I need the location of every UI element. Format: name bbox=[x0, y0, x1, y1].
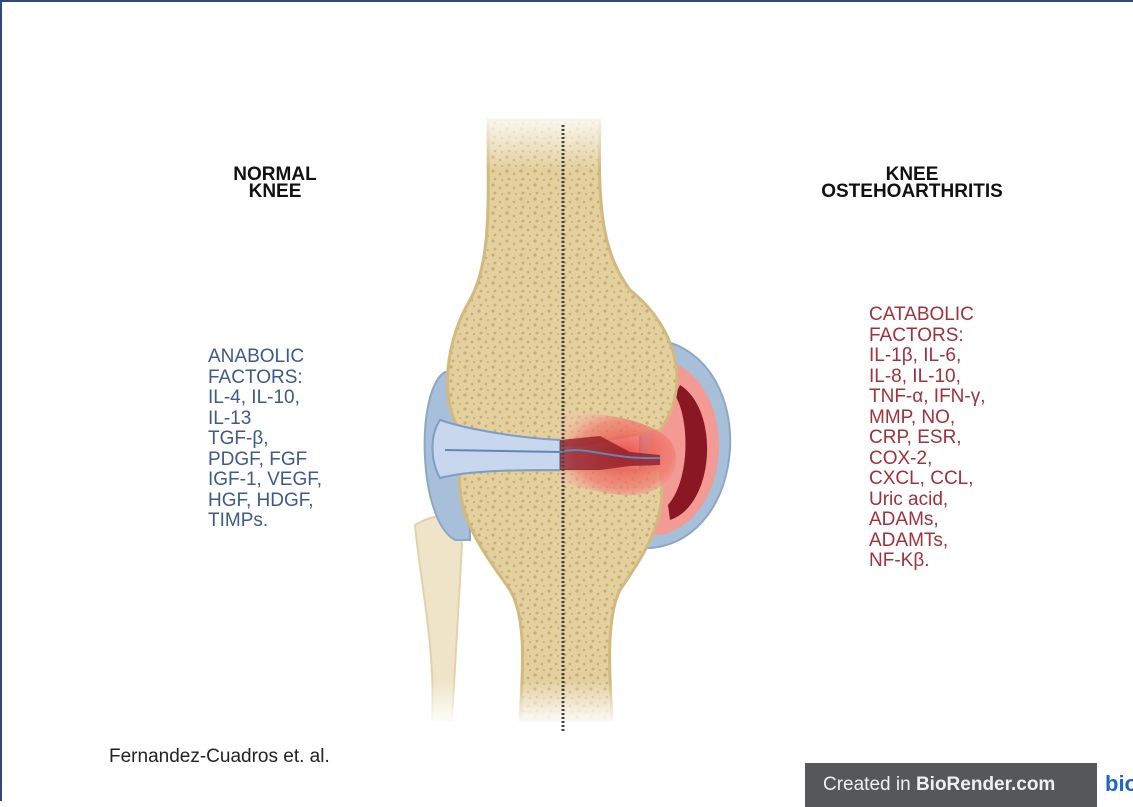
catabolic-factor-line: MMP, NO, bbox=[869, 408, 986, 429]
anabolic-factors-list: ANABOLIC FACTORS: IL-4, IL-10, IL-13 TGF… bbox=[208, 347, 322, 532]
catabolic-factors-list: CATABOLIC FACTORS: IL-1β, IL-6, IL-8, IL… bbox=[869, 305, 986, 572]
badge-brand: BioRender.com bbox=[916, 774, 1055, 795]
catabolic-factor-line: IL-8, IL-10, bbox=[869, 367, 986, 388]
biorender-badge[interactable]: Created in BioRender.com bio bbox=[805, 763, 1133, 807]
oa-knee-title: KNEE OSTEHOARTHRITIS bbox=[812, 166, 1012, 200]
catabolic-factor-line: CATABOLIC bbox=[869, 305, 986, 326]
anabolic-factor-line: ANABOLIC bbox=[208, 347, 322, 368]
normal-knee-title-line: KNEE bbox=[200, 183, 350, 200]
anabolic-factor-line: TIMPs. bbox=[208, 511, 322, 532]
catabolic-factor-line: FACTORS: bbox=[869, 326, 986, 347]
oa-knee-title-line: OSTEHOARTHRITIS bbox=[812, 183, 1012, 200]
catabolic-factor-line: Uric acid, bbox=[869, 490, 986, 511]
anabolic-factor-line: PDGF, FGF bbox=[208, 450, 322, 471]
catabolic-factor-line: CXCL, CCL, bbox=[869, 469, 986, 490]
anabolic-factor-line: TGF-β, bbox=[208, 429, 322, 450]
catabolic-factor-line: COX-2, bbox=[869, 449, 986, 470]
catabolic-factor-line: ADAMTs, bbox=[869, 531, 986, 552]
biorender-logo-icon: bio bbox=[1097, 763, 1133, 807]
badge-prefix: Created in bbox=[823, 774, 916, 795]
anabolic-factor-line: FACTORS: bbox=[208, 368, 322, 389]
anabolic-factor-line: IGF-1, VEGF, bbox=[208, 470, 322, 491]
anabolic-factor-line: IL-4, IL-10, bbox=[208, 388, 322, 409]
anabolic-factor-line: IL-13 bbox=[208, 409, 322, 430]
citation-credit: Fernandez-Cuadros et. al. bbox=[109, 746, 330, 768]
catabolic-factor-line: IL-1β, IL-6, bbox=[869, 346, 986, 367]
normal-knee-title: NORMAL KNEE bbox=[200, 166, 350, 200]
catabolic-factor-line: TNF-α, IFN-γ, bbox=[869, 387, 986, 408]
catabolic-factor-line: ADAMs, bbox=[869, 510, 986, 531]
catabolic-factor-line: NF-Kβ. bbox=[869, 551, 986, 572]
catabolic-factor-line: CRP, ESR, bbox=[869, 428, 986, 449]
anabolic-factor-line: HGF, HDGF, bbox=[208, 491, 322, 512]
